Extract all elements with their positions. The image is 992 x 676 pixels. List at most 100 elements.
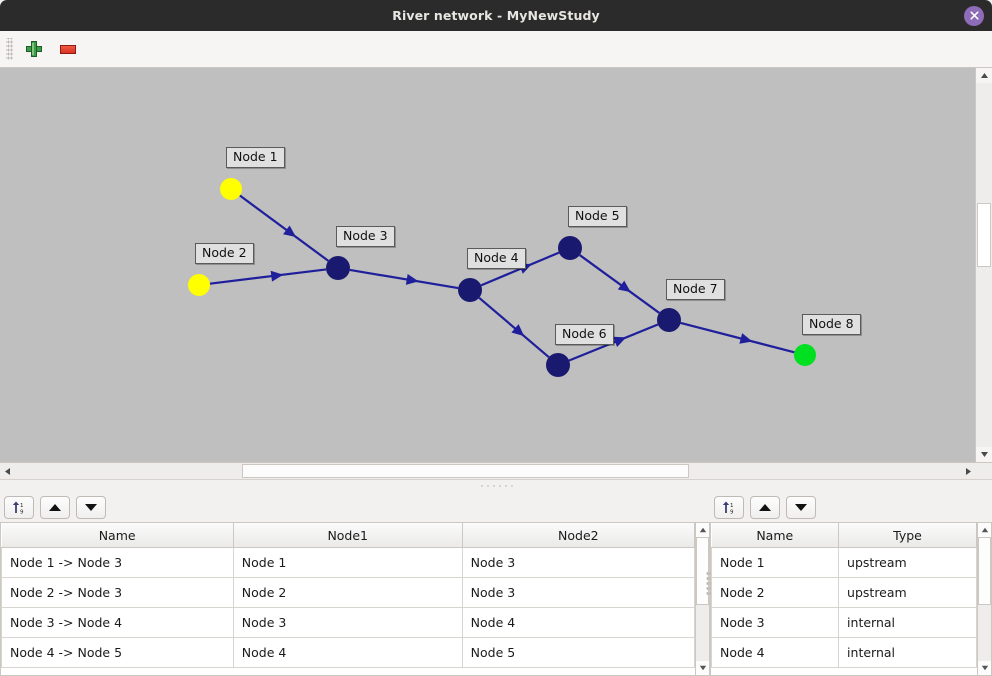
reaches-cell[interactable]: Node 4 <box>462 607 695 638</box>
nodes-move-down-button[interactable] <box>786 495 816 519</box>
reaches-cell[interactable]: Node 1 <box>233 547 463 578</box>
graph-edge[interactable] <box>680 321 795 354</box>
graph-node-label-node-8[interactable]: Node 8 <box>802 314 861 336</box>
reaches-vscroll-track[interactable] <box>696 537 709 661</box>
add-node-button[interactable] <box>18 34 50 64</box>
nodes-cell[interactable]: upstream <box>838 577 977 608</box>
panes-splitter-grip[interactable] <box>706 571 711 597</box>
toolbar-drag-handle[interactable] <box>6 38 13 60</box>
reaches-scroll-down-arrow-icon[interactable] <box>696 661 709 675</box>
vertical-splitter[interactable] <box>0 479 992 492</box>
reaches-vertical-scrollbar[interactable] <box>695 523 710 676</box>
reaches-cell[interactable]: Node 3 <box>462 547 695 578</box>
nodes-vscroll-track[interactable] <box>978 537 991 661</box>
graph-edge-arrow-icon <box>405 274 419 285</box>
reaches-cell[interactable]: Node 3 <box>462 577 695 608</box>
graph-edge[interactable] <box>349 268 459 290</box>
title-bar: River network - MyNewStudy <box>0 0 992 31</box>
nodes-scroll-down-arrow-icon[interactable] <box>978 661 991 675</box>
reaches-cell[interactable]: Node 4 -> Node 5 <box>1 637 234 668</box>
graph-edge[interactable] <box>239 194 329 262</box>
graph-node-label-node-3[interactable]: Node 3 <box>336 226 395 248</box>
canvas-vertical-scrollbar[interactable] <box>975 68 992 462</box>
minus-icon <box>60 44 76 54</box>
reaches-cell[interactable]: Node 4 <box>233 637 463 668</box>
graph-node-node-2[interactable] <box>188 274 210 296</box>
nodes-sort-button[interactable]: 1 9 <box>714 495 744 519</box>
nodes-move-up-button[interactable] <box>750 495 780 519</box>
reaches-move-up-button[interactable] <box>40 495 70 519</box>
graph-node-label-node-5[interactable]: Node 5 <box>568 206 627 228</box>
graph-node-node-6[interactable] <box>546 353 570 377</box>
graph-node-node-8[interactable] <box>794 344 816 366</box>
nodes-cell[interactable]: Node 1 <box>711 547 840 578</box>
reaches-column-header[interactable]: Name <box>1 523 234 548</box>
nodes-cell[interactable]: internal <box>838 607 977 638</box>
graph-node-node-3[interactable] <box>326 256 350 280</box>
graph-node-node-5[interactable] <box>558 236 582 260</box>
nodes-scroll-up-arrow-icon[interactable] <box>978 523 991 537</box>
reaches-cell[interactable]: Node 2 <box>233 577 463 608</box>
close-icon[interactable] <box>964 5 984 26</box>
triangle-up-icon <box>49 503 61 511</box>
nodes-column-header[interactable]: Name <box>711 523 840 548</box>
nodes-cell[interactable]: internal <box>838 637 977 668</box>
graph-node-label-node-7[interactable]: Node 7 <box>666 279 725 301</box>
graph-edge[interactable] <box>478 296 550 359</box>
graph-edge[interactable] <box>209 268 327 285</box>
river-network-graph[interactable]: Node 1 Node 2 Node 3 Node 4 Node 5 Node 6 Node… <box>0 68 975 462</box>
reaches-scroll-up-arrow-icon[interactable] <box>696 523 709 537</box>
reaches-cell[interactable]: Node 2 -> Node 3 <box>1 577 234 608</box>
plus-icon <box>26 41 42 57</box>
reaches-sort-button[interactable]: 1 9 <box>4 495 34 519</box>
canvas-vscroll-track[interactable] <box>976 83 992 447</box>
scroll-down-arrow-icon[interactable] <box>976 447 992 462</box>
graph-node-node-7[interactable] <box>657 308 681 332</box>
nodes-cell[interactable]: Node 3 <box>711 607 840 638</box>
graph-node-label-node-2[interactable]: Node 2 <box>195 243 254 265</box>
reaches-column-header[interactable]: Node2 <box>462 523 695 548</box>
reaches-move-down-button[interactable] <box>76 495 106 519</box>
reaches-column-header[interactable]: Node1 <box>233 523 463 548</box>
graph-edges-layer <box>188 178 816 377</box>
reaches-cell[interactable]: Node 3 <box>233 607 463 638</box>
graph-node-node-1[interactable] <box>220 178 242 200</box>
canvas-vscroll-thumb[interactable] <box>977 203 991 267</box>
nodes-column-header[interactable]: Type <box>838 523 977 548</box>
svg-text:9: 9 <box>730 509 734 515</box>
remove-node-button[interactable] <box>52 34 84 64</box>
nodes-vscroll-thumb[interactable] <box>978 537 991 606</box>
scroll-left-arrow-icon[interactable] <box>0 463 15 479</box>
graph-node-label-node-4[interactable]: Node 4 <box>467 248 526 270</box>
reaches-cell[interactable]: Node 5 <box>462 637 695 668</box>
reaches-cell[interactable]: Node 1 -> Node 3 <box>1 547 234 578</box>
canvas-hscroll-thumb[interactable] <box>242 464 689 478</box>
graph-node-label-node-1[interactable]: Node 1 <box>226 147 285 169</box>
canvas-hscroll-track[interactable] <box>15 463 961 479</box>
scroll-right-arrow-icon[interactable] <box>961 463 976 479</box>
nodes-cell[interactable]: Node 2 <box>711 577 840 608</box>
graph-node-node-4[interactable] <box>458 278 482 302</box>
graph-edge[interactable] <box>579 254 660 314</box>
canvas-horizontal-scrollbar[interactable] <box>0 462 992 479</box>
nodes-cell[interactable]: upstream <box>838 547 977 578</box>
scroll-up-arrow-icon[interactable] <box>976 68 992 83</box>
nodes-cell[interactable]: Node 4 <box>711 637 840 668</box>
reaches-cell[interactable]: Node 3 -> Node 4 <box>1 607 234 638</box>
nodes-vertical-scrollbar[interactable] <box>977 523 992 676</box>
graph-node-label-node-6[interactable]: Node 6 <box>555 324 614 346</box>
